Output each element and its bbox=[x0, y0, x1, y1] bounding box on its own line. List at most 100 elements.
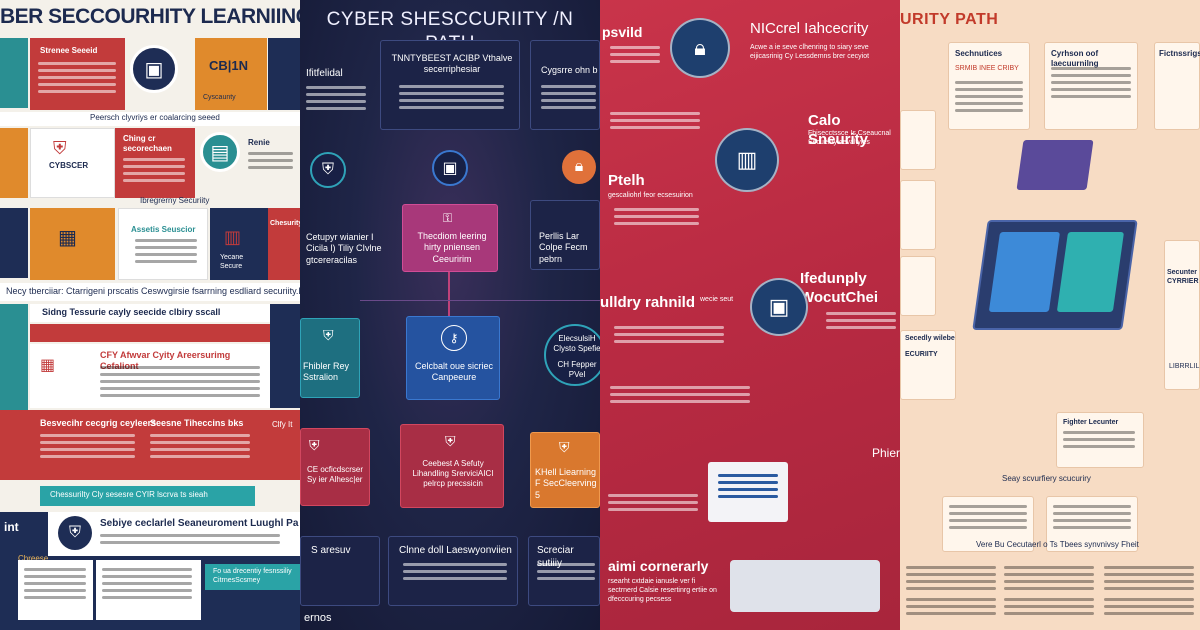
mid-heading-bar: Sidng Tessurie cayly seecide clbiry ssca… bbox=[30, 304, 270, 322]
shield-icon: ⛨ bbox=[445, 433, 456, 449]
card-sub: SRMIB INEE CRIBY bbox=[955, 65, 1019, 72]
block-label: CB|1N bbox=[209, 58, 249, 73]
bottom-card bbox=[96, 560, 201, 620]
card-sub: LIBRRLIL bbox=[1169, 363, 1200, 370]
card-title: Secunter CYRRIER bbox=[1167, 269, 1199, 285]
left-label: Ifitfelidal bbox=[306, 68, 343, 79]
row-left-heading: Besvecihr cecgrig ceyleers bbox=[40, 418, 157, 428]
screen-panel bbox=[1056, 232, 1125, 312]
teal-side-block bbox=[0, 304, 28, 414]
caption: Seay scvurfiery scucuriry bbox=[1002, 474, 1091, 483]
server-icon: ▥ bbox=[715, 128, 779, 192]
bottom-heading: aimi cornerarly bbox=[608, 558, 709, 574]
info-card bbox=[1046, 496, 1138, 552]
top-left-heading: psvild bbox=[602, 24, 643, 40]
document-card bbox=[708, 462, 788, 522]
row3-center-box: ⛨ Ceebest A Sefuty Lihandling SrerviciAI… bbox=[400, 424, 504, 508]
right-tag: Phier bbox=[872, 446, 900, 460]
mid-left-heading: ulldry rahnild bbox=[600, 294, 696, 311]
bottom-banner-text: Fo ua drecentiy fesnssiliy CitrnesScsmey bbox=[213, 568, 292, 584]
block-label: Cyscaunty bbox=[203, 94, 236, 101]
top-right-sub: Acwe a ie seve clhenring to siary seve e… bbox=[750, 44, 870, 60]
lock-icon: 🔒︎ bbox=[670, 18, 730, 78]
block-label: CYBSCER bbox=[49, 161, 89, 170]
lock-icon: ⚷ bbox=[441, 325, 467, 351]
lock-icon: ⛨ bbox=[53, 138, 67, 158]
top-right-heading: Cygsrre ohn b bbox=[541, 65, 598, 75]
row3-center-text: Ceebest A Sefuty Lihandling SrerviciAICI… bbox=[412, 459, 494, 488]
navy-info-block: ▥ Yecane Secure bbox=[210, 208, 268, 280]
row2-left-box: ⛨ Fhibler Rey Sstralion bbox=[300, 318, 360, 398]
footer-caption: Vere Bu Cecutaerl o Ts Tbees synvnivsy F… bbox=[976, 540, 1139, 549]
chip-icon: ▤ bbox=[200, 132, 240, 172]
card-title: Fighter Lecunter bbox=[1063, 419, 1119, 426]
mid-heading: Sidng Tessurie cayly seecide clbiry ssca… bbox=[42, 307, 221, 317]
block-label: Renie bbox=[248, 138, 270, 147]
bottom-sub: rsearht cxtdaie ianusle ver fi sectrnerd… bbox=[608, 578, 717, 603]
bottom-center-box: Clnne doll Laeswyonviien bbox=[388, 536, 518, 606]
bottom-center-heading: Clnne doll Laeswyonviien bbox=[399, 545, 512, 556]
banner-text: Peersch clyvriys er coalarcing seeed bbox=[90, 113, 220, 122]
mid-left-tag: wecie seut bbox=[700, 296, 734, 303]
top-right-heading: NICcrel Iahcecrity bbox=[750, 20, 869, 37]
red-info-block: Ching cr secorechaen bbox=[115, 128, 195, 198]
banner-text: Ibregrerny Securiity bbox=[140, 196, 210, 205]
navy-side-block bbox=[268, 38, 300, 110]
row3-right-text: KHell Liearning F SecCleerving 5 bbox=[535, 467, 597, 500]
infographic-panel-1: BER SECCOURHITY LEARNIING PAT Strenee Se… bbox=[0, 0, 300, 630]
navy-side-block bbox=[0, 208, 28, 278]
info-card bbox=[900, 180, 936, 250]
infographic-panel-3: psvild 🔒︎ NICcrel Iahcecrity Acwe a ie s… bbox=[600, 0, 900, 630]
teal-side-block bbox=[0, 38, 28, 108]
card-sub: ECURIITY bbox=[905, 351, 938, 358]
infographic-panel-2: CYBER SHESCCURIITY /N PATH Ifitfelidal T… bbox=[300, 0, 600, 630]
mid-left-label: Cetupyr wianier I Cicila l) Tiliy CIvlne… bbox=[306, 232, 382, 265]
white-info-block: Assetis Seuscior bbox=[118, 208, 208, 280]
infographic-panel-4: URITY PATH Sechnutices SRMIB INEE CRIBY … bbox=[900, 0, 1200, 630]
row3-right-box: ⛨ KHell Liearning F SecCleerving 5 bbox=[530, 432, 600, 508]
info-card: Fighter Lecunter bbox=[1056, 412, 1144, 468]
row2-right-text: CH Fepper PVel bbox=[557, 360, 597, 379]
row2-right-top: ElecsulsiH Clysto Spefie bbox=[553, 334, 600, 353]
center-box-text: Thecdiom leering hirty pniensen Ceeuriri… bbox=[417, 231, 487, 264]
server-icon: ▥ bbox=[224, 227, 242, 247]
block-label: Chesurity bbox=[270, 220, 300, 227]
connector-line bbox=[360, 300, 600, 301]
path-sub: gescaliohrl feor ecsesuirion bbox=[608, 192, 693, 199]
red-side-block: Chesurity bbox=[268, 208, 300, 280]
bottom-right-box: Screciar sutiiiy bbox=[528, 536, 600, 606]
block-label: Assetis Seuscior bbox=[131, 225, 196, 234]
mid-subheading: CFY Afwvar Cyity Areersurimg Cefaliont bbox=[100, 350, 231, 372]
top-right-box: Cygsrre ohn b bbox=[530, 40, 600, 130]
orange-info-block: ▦ bbox=[30, 208, 115, 280]
shield-icon: ⛨ bbox=[309, 437, 320, 453]
shield-icon: ⛨ bbox=[310, 152, 346, 188]
monitor-icon: ▣ bbox=[432, 150, 468, 186]
panel-1-title: BER SECCOURHITY LEARNIING PAT bbox=[0, 5, 300, 28]
card-title: Sechnutices bbox=[955, 49, 1003, 58]
row2-center-text: Celcbalt oue sicriec Canpeeure bbox=[414, 361, 494, 383]
white-info-block: ⛨ CYBSCER bbox=[30, 128, 115, 198]
card-title: Secedly wilebe bbox=[905, 335, 955, 342]
bottom-teal-banner: Fo ua drecentiy fesnssiliy CitrnesScsmey bbox=[205, 564, 300, 590]
right-box: Perllis Lar Colpe Fecm pebrn bbox=[530, 200, 600, 270]
lock-icon: ⛨ bbox=[559, 439, 570, 455]
path-heading: Ptelh bbox=[608, 172, 645, 189]
teal-banner: Chessurilty Cly sesesre CYIR lscrva ts s… bbox=[40, 486, 255, 506]
info-card bbox=[900, 110, 936, 170]
server-icon: ▦ bbox=[40, 357, 56, 374]
mid-right-sub: Fbisecctssce Is Cseaucnal Secuerity ceva… bbox=[808, 130, 891, 146]
bottom-left-box: S aresuv bbox=[300, 536, 380, 606]
server-illustration bbox=[1016, 140, 1094, 190]
info-card: Secunter CYRRIER LIBRRLIL bbox=[1164, 240, 1200, 390]
info-card: Fictnssrigs bbox=[1154, 42, 1200, 130]
info-card bbox=[942, 496, 1034, 552]
right-box-text: Perllis Lar Colpe Fecm pebrn bbox=[539, 231, 588, 264]
server-icon: ▦ bbox=[58, 227, 77, 249]
row-right-tag: Clfy It bbox=[272, 420, 293, 429]
mid-right-heading: Calo Sneurity bbox=[808, 112, 869, 148]
mid-red-bar bbox=[30, 324, 270, 342]
orange-side-block bbox=[0, 128, 28, 198]
row2-right-circle: ElecsulsiH Clysto Spefie CH Fepper PVel bbox=[544, 324, 600, 386]
bottom-left-heading: S aresuv bbox=[311, 545, 351, 556]
